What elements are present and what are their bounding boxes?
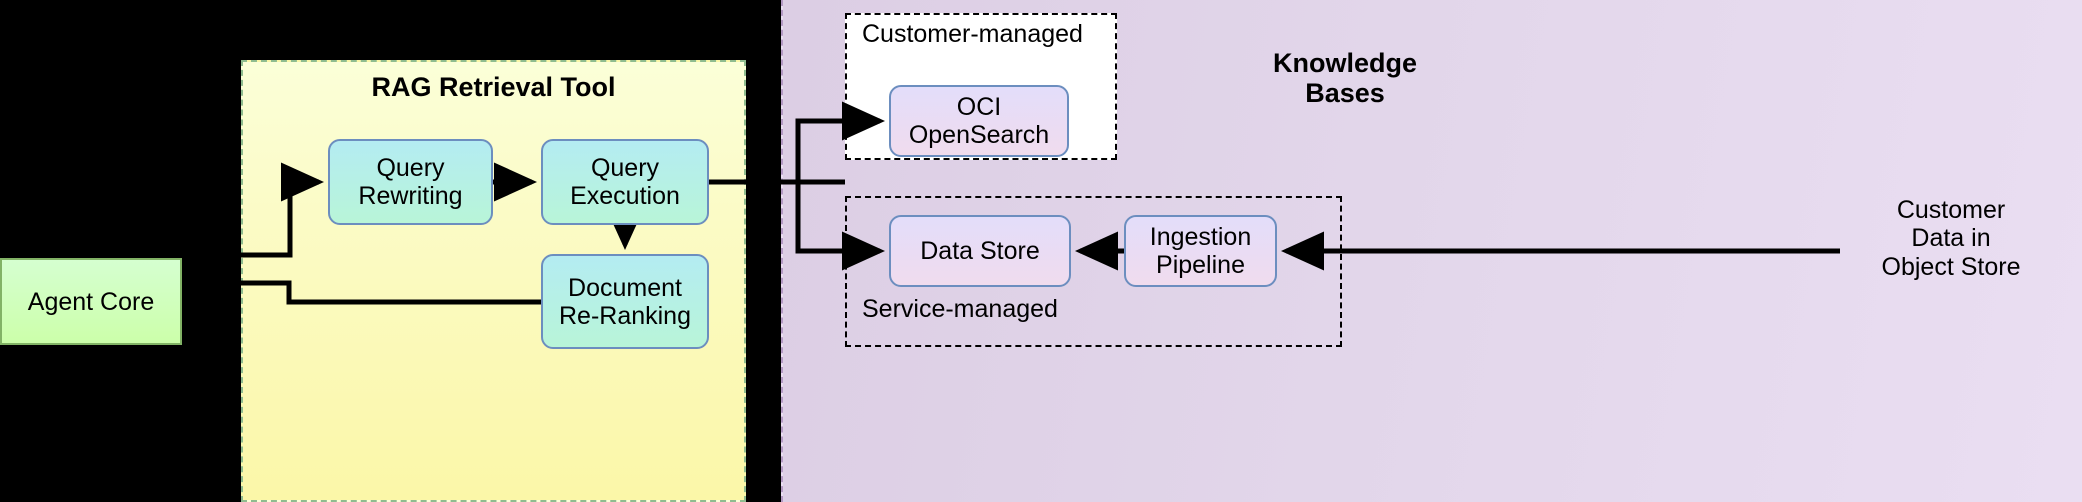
knowledge-bases-title: Knowledge Bases — [1272, 48, 1417, 109]
service-managed-group — [845, 196, 1342, 347]
rag-retrieval-tool-title: RAG Retrieval Tool — [371, 72, 616, 102]
node-oci-opensearch[interactable]: OCI OpenSearch — [889, 85, 1069, 157]
customer-data-object-store-label: Customer Data in Object Store — [1881, 196, 2021, 281]
node-query-rewriting[interactable]: Query Rewriting — [328, 139, 493, 225]
node-data-store[interactable]: Data Store — [889, 215, 1071, 287]
customer-managed-label: Customer-managed — [862, 20, 1083, 48]
node-ingestion-pipeline[interactable]: Ingestion Pipeline — [1124, 215, 1277, 287]
node-query-execution[interactable]: Query Execution — [541, 139, 709, 225]
service-managed-label: Service-managed — [862, 295, 1058, 323]
node-agent-core[interactable]: Agent Core — [0, 258, 182, 345]
node-document-re-ranking[interactable]: Document Re-Ranking — [541, 254, 709, 349]
